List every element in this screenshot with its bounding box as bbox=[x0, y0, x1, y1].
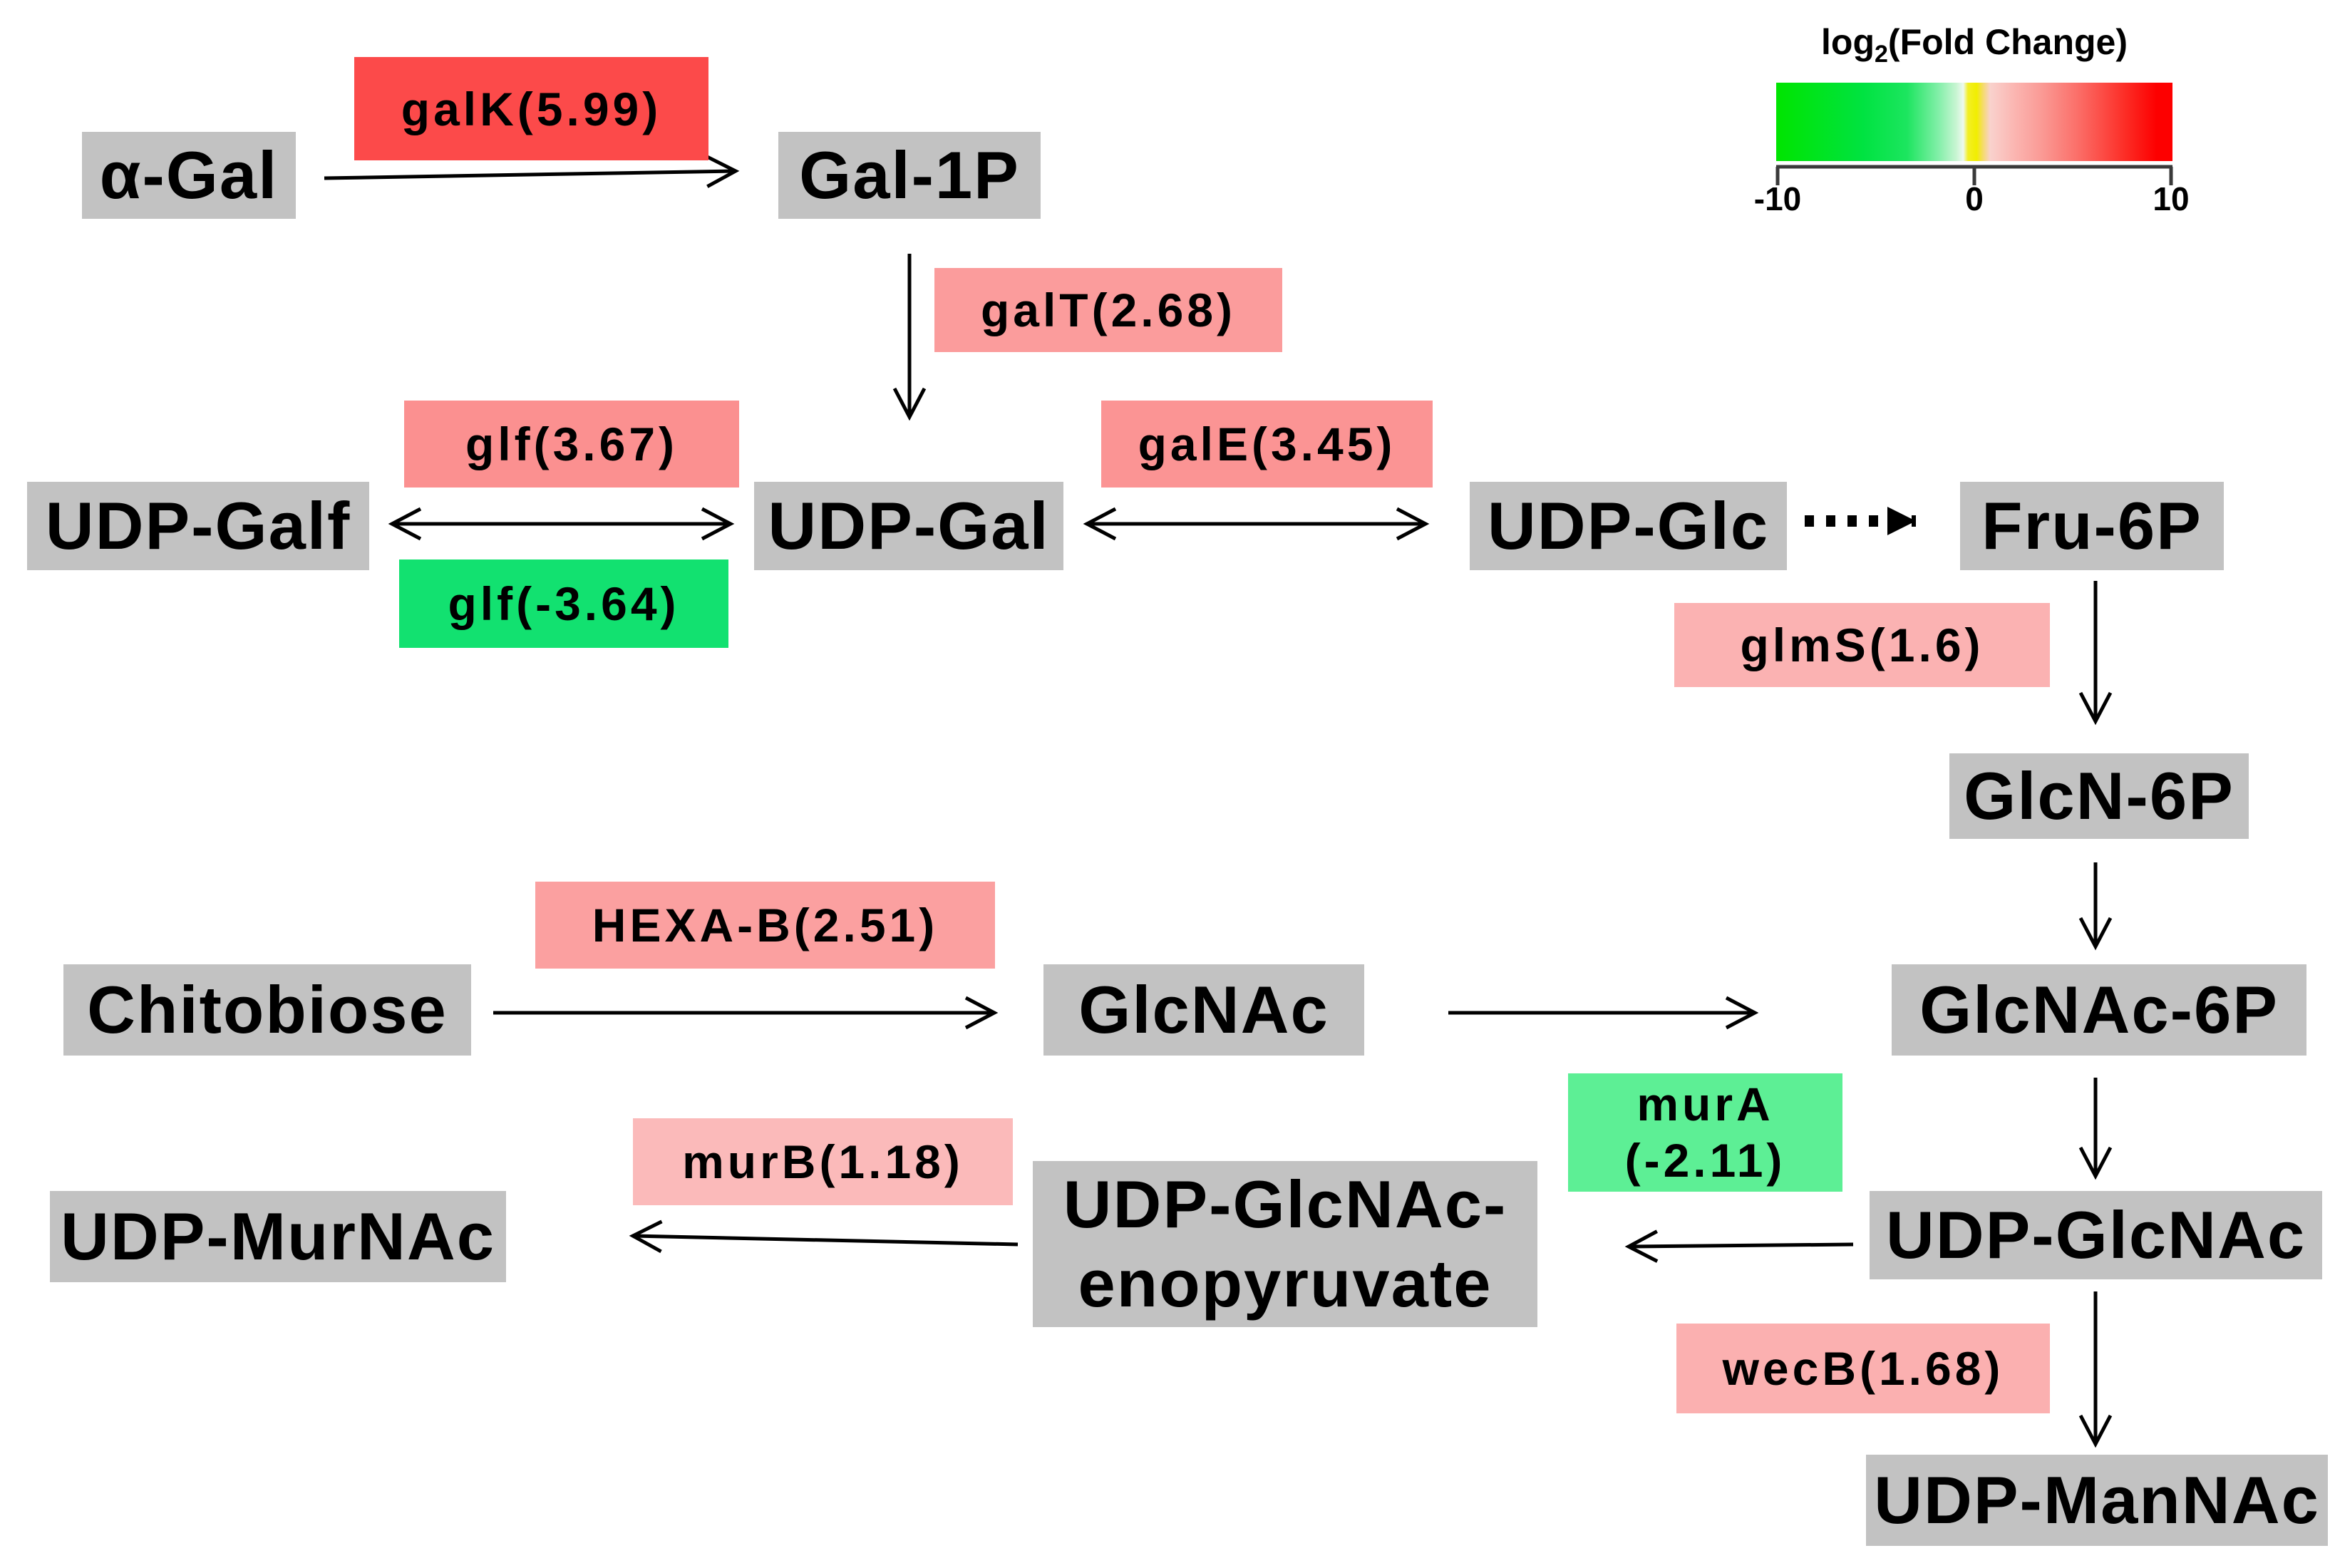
metabolite-chitobiose: Chitobiose bbox=[63, 964, 471, 1056]
gene-label-line1: murA bbox=[1636, 1077, 1774, 1130]
gene-murb: murB(1.18) bbox=[633, 1118, 1013, 1205]
metabolite-alpha-gal: α-Gal bbox=[82, 132, 296, 219]
gene-glf-forward: glf(3.67) bbox=[404, 401, 739, 488]
arrow-enopyruvate-to-udpmurnac bbox=[629, 1219, 1019, 1254]
legend-title: log2(Fold Change) bbox=[1821, 22, 2128, 68]
metabolite-glcnac-6p: GlcNAc-6P bbox=[1892, 964, 2306, 1056]
legend-gradient-bar bbox=[1776, 83, 2172, 161]
metabolite-udp-mannac: UDP-ManNAc bbox=[1866, 1455, 2328, 1546]
arrow-agal-to-gal1p bbox=[324, 155, 740, 188]
gene-glf-reverse: glf(-3.64) bbox=[399, 559, 728, 648]
metabolite-label-line2: enopyruvate bbox=[1078, 1245, 1493, 1321]
gene-label-line2: (-2.11) bbox=[1624, 1134, 1786, 1187]
gene-glms: glmS(1.6) bbox=[1674, 603, 2050, 687]
gene-hexa-b: HEXA-B(2.51) bbox=[535, 882, 995, 969]
legend-tick-max: 10 bbox=[2153, 180, 2190, 217]
gene-galt: galT(2.68) bbox=[934, 268, 1282, 352]
gene-mura: murA (-2.11) bbox=[1568, 1073, 1842, 1192]
metabolite-udp-glc: UDP-Glc bbox=[1470, 482, 1787, 570]
metabolite-label-line1: UDP-GlcNAc- bbox=[1063, 1166, 1507, 1242]
metabolite-udp-glcnac: UDP-GlcNAc bbox=[1870, 1191, 2322, 1279]
metabolite-udp-galf: UDP-Galf bbox=[27, 482, 369, 570]
gene-galk: galK(5.99) bbox=[354, 57, 708, 160]
gene-wecb: wecB(1.68) bbox=[1676, 1324, 2050, 1413]
gene-gale: galE(3.45) bbox=[1101, 401, 1433, 488]
metabolite-glcnac: GlcNAc bbox=[1043, 964, 1364, 1056]
metabolite-glcn-6p: GlcN-6P bbox=[1949, 753, 2249, 839]
legend-axis bbox=[1775, 165, 2173, 185]
arrow-udpglcnac-to-enopyruvate bbox=[1624, 1229, 1854, 1263]
legend-tick-zero: 0 bbox=[1965, 180, 1984, 217]
metabolite-fru-6p: Fru-6P bbox=[1960, 482, 2224, 570]
metabolite-udp-gal: UDP-Gal bbox=[754, 482, 1063, 570]
metabolite-gal-1p: Gal-1P bbox=[778, 132, 1041, 219]
metabolite-udp-glcnac-enopyruvate: UDP-GlcNAc- enopyruvate bbox=[1033, 1161, 1537, 1327]
metabolite-udp-murnac: UDP-MurNAc bbox=[50, 1191, 506, 1282]
legend-tick-min: -10 bbox=[1753, 180, 1802, 217]
